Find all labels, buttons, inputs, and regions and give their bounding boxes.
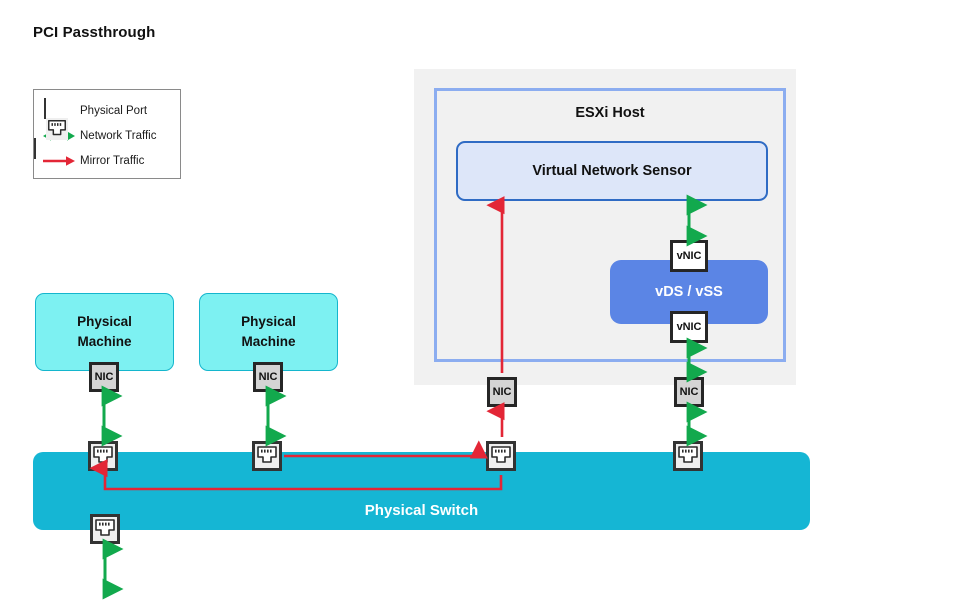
legend-label-network-traffic: Network Traffic xyxy=(80,130,157,142)
physical-machine-1-line2: Machine xyxy=(77,334,132,349)
physical-port-3[interactable] xyxy=(486,441,516,471)
vds-vss-label: vDS / vSS xyxy=(655,284,723,300)
physical-machine-1-nic-label: NIC xyxy=(94,371,114,383)
vnic-bottom-box[interactable]: vNIC xyxy=(670,311,708,343)
physical-machine-2-line1: Physical xyxy=(241,314,296,330)
esxi-host-title: ESXi Host xyxy=(575,105,645,121)
legend-box: Physical Port Network Traffic Mirror Tra… xyxy=(33,89,181,179)
legend-key-mirror-traffic xyxy=(34,150,80,172)
physical-port-2[interactable] xyxy=(252,441,282,471)
physical-switch-label: Physical Switch xyxy=(364,502,479,519)
legend-item-mirror-traffic: Mirror Traffic xyxy=(34,150,180,172)
nic-uplink-label: NIC xyxy=(679,386,699,398)
physical-port-4[interactable] xyxy=(673,441,703,471)
physical-machine-2-line2: Machine xyxy=(241,334,296,349)
nic-uplink-box[interactable]: NIC xyxy=(674,377,704,407)
legend-item-physical-port: Physical Port xyxy=(34,98,180,159)
physical-machine-1-nic[interactable]: NIC xyxy=(89,362,119,392)
virtual-network-sensor-label: Virtual Network Sensor xyxy=(532,163,692,179)
legend-label-mirror-traffic: Mirror Traffic xyxy=(80,155,145,167)
physical-machine-2[interactable]: Physical Machine xyxy=(199,293,338,371)
physical-port-1[interactable] xyxy=(88,441,118,471)
legend-key-physical-port xyxy=(34,98,80,159)
nic-passthrough-label: NIC xyxy=(492,386,512,398)
physical-machine-2-nic-label: NIC xyxy=(258,371,278,383)
virtual-network-sensor-box[interactable]: Virtual Network Sensor xyxy=(456,141,768,201)
vnic-top-box[interactable]: vNIC xyxy=(670,240,708,272)
single-arrow-icon xyxy=(43,156,75,166)
physical-machine-1-line1: Physical xyxy=(77,314,132,330)
physical-machine-2-nic[interactable]: NIC xyxy=(253,362,283,392)
nic-passthrough-box[interactable]: NIC xyxy=(487,377,517,407)
physical-port-5[interactable] xyxy=(90,514,120,544)
page-title: PCI Passthrough xyxy=(33,24,156,41)
physical-machine-1[interactable]: Physical Machine xyxy=(35,293,174,371)
vnic-top-label: vNIC xyxy=(676,250,702,262)
vnic-bottom-label: vNIC xyxy=(676,321,702,333)
legend-label-physical-port: Physical Port xyxy=(80,105,148,117)
